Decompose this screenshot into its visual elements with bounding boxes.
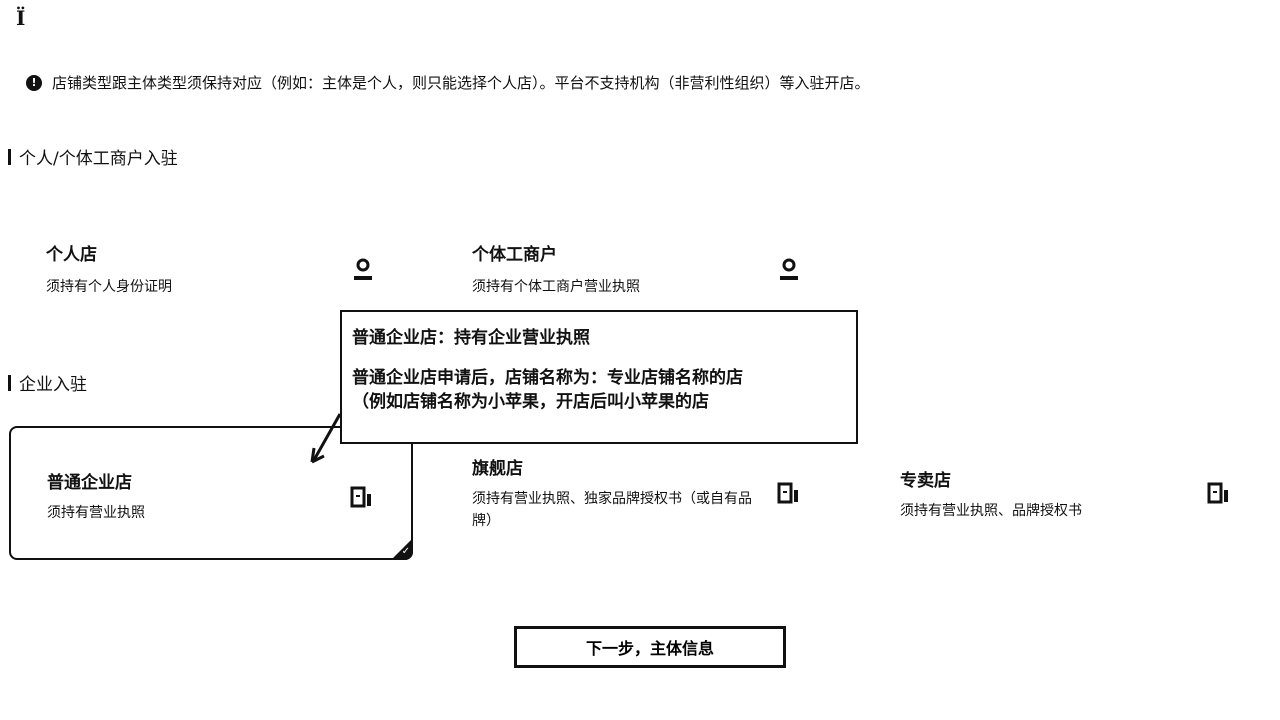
- user-icon: [350, 256, 376, 282]
- card-title: 旗舰店: [472, 459, 523, 479]
- notice-text: 店铺类型跟主体类型须保持对应（例如：主体是个人，则只能选择个人店）。平台不支持机…: [52, 74, 870, 92]
- card-desc: 须持有营业执照: [47, 505, 145, 521]
- card-title: 个体工商户: [472, 245, 557, 265]
- app-logo: Ï: [16, 6, 26, 30]
- tooltip-line-1: 普通企业店：持有企业营业执照: [352, 328, 590, 348]
- store-card-specialty[interactable]: 专卖店 须持有营业执照、品牌授权书: [864, 452, 1264, 582]
- building-icon: [1206, 480, 1232, 506]
- card-desc: 须持有个人身份证明: [46, 279, 172, 295]
- selected-corner-badge: [391, 538, 413, 560]
- card-desc: 须持有个体工商户营业执照: [472, 279, 640, 295]
- store-card-individual-business[interactable]: 个体工商户 须持有个体工商户营业执照: [436, 226, 836, 356]
- section-enterprise-label: 企业入驻: [19, 375, 87, 395]
- card-title: 专卖店: [900, 471, 951, 491]
- card-desc: 须持有营业执照、独家品牌授权书（或自有品牌）: [472, 491, 752, 529]
- building-icon: [349, 484, 375, 510]
- card-title: 普通企业店: [47, 473, 132, 493]
- info-icon: !: [26, 74, 42, 91]
- store-type-tooltip: 普通企业店：持有企业营业执照 普通企业店申请后，店铺名称为：专业店铺名称的店 （…: [340, 310, 858, 444]
- store-card-standard-enterprise[interactable]: 普通企业店 须持有营业执照 ✓: [9, 426, 413, 560]
- section-marker: [8, 148, 11, 165]
- section-personal-label: 个人/个体工商户入驻: [19, 149, 178, 169]
- tooltip-line-2: 普通企业店申请后，店铺名称为：专业店铺名称的店: [352, 368, 743, 388]
- section-enterprise-title: 企业入驻: [8, 370, 87, 395]
- card-desc: 须持有营业执照、品牌授权书: [900, 503, 1082, 519]
- store-card-personal[interactable]: 个人店 须持有个人身份证明: [10, 226, 410, 356]
- section-marker: [8, 374, 11, 391]
- section-personal-title: 个人/个体工商户入驻: [8, 144, 178, 169]
- store-card-flagship[interactable]: 旗舰店 须持有营业执照、独家品牌授权书（或自有品牌）: [436, 440, 836, 570]
- user-icon: [776, 256, 802, 282]
- card-title: 个人店: [46, 245, 97, 265]
- next-step-button[interactable]: 下一步，主体信息: [514, 626, 786, 668]
- tooltip-pointer-arrow: [310, 413, 342, 464]
- building-icon: [776, 480, 802, 506]
- tooltip-line-3: （例如店铺名称为小苹果，开店后叫小苹果的店: [352, 392, 709, 412]
- check-icon: ✓: [401, 546, 410, 557]
- store-type-notice: ! 店铺类型跟主体类型须保持对应（例如：主体是个人，则只能选择个人店）。平台不支…: [26, 72, 870, 93]
